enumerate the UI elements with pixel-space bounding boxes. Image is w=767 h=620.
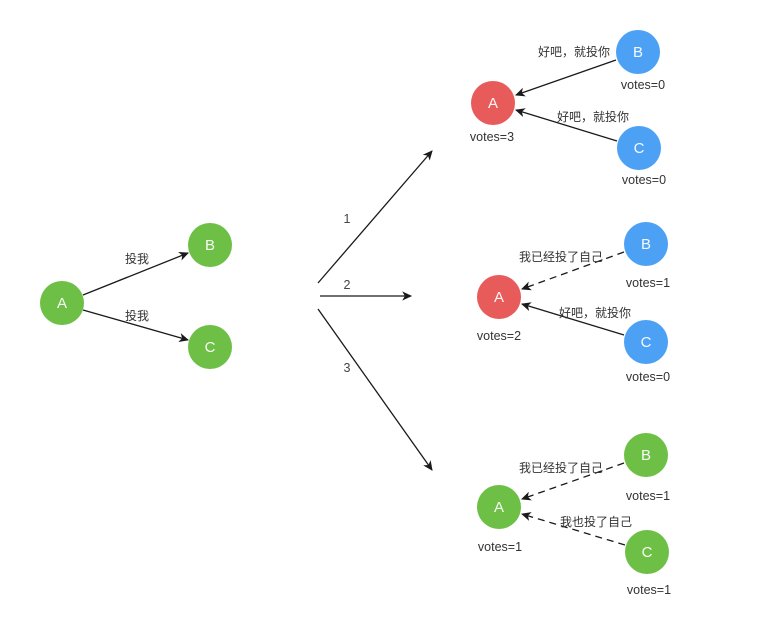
scenario1-a-votes: votes=3 bbox=[470, 130, 514, 144]
scenario2-node-b-label: B bbox=[641, 236, 651, 253]
scenario2-a-votes: votes=2 bbox=[477, 329, 521, 343]
scenario3-arrow-b-to-a bbox=[521, 462, 625, 501]
scenario1-node-b-circle bbox=[616, 30, 660, 74]
edge-label-vote-me-top: 投我 bbox=[125, 251, 149, 266]
scenario3-node-c-label: C bbox=[642, 544, 653, 561]
scenario3-edge-c-label: 我也投了自己 bbox=[560, 514, 632, 529]
scenario-3-group: 我已经投了自己 我也投了自己 A votes=1 B votes=1 C vot… bbox=[477, 433, 671, 597]
node-c-circle bbox=[188, 325, 232, 369]
edge-label-vote-me-bottom: 投我 bbox=[125, 308, 149, 323]
scenario1-arrow-c-to-a bbox=[515, 108, 618, 142]
arrow-a-to-b bbox=[82, 252, 189, 296]
scenario2-arrow-b-to-a bbox=[521, 251, 625, 291]
node-c-label: C bbox=[205, 339, 216, 356]
scenario3-node-b-circle bbox=[624, 433, 668, 477]
scenario-1-group: 好吧，就投你 好吧，就投你 A votes=3 B votes=0 C vote… bbox=[470, 30, 666, 187]
node-a-label: A bbox=[57, 295, 67, 312]
branch-label-2: 2 bbox=[344, 278, 351, 292]
scenario2-c-votes: votes=0 bbox=[626, 370, 670, 384]
scenario1-arrow-b-to-a bbox=[515, 59, 617, 97]
branch-arrow-3 bbox=[317, 308, 433, 471]
scenario1-node-b-label: B bbox=[633, 44, 643, 61]
scenario2-edge-b-label: 我已经投了自己 bbox=[519, 249, 603, 264]
scenario3-node-a-label: A bbox=[494, 499, 504, 516]
scenario1-edge-b-label: 好吧，就投你 bbox=[538, 44, 610, 59]
scenario3-node-c-circle bbox=[625, 530, 669, 574]
scenario2-node-b-circle bbox=[624, 222, 668, 266]
branch-arrow-1 bbox=[317, 150, 433, 284]
scenario2-node-c-circle bbox=[624, 320, 668, 364]
scenario1-node-c-circle bbox=[617, 126, 661, 170]
node-b-circle bbox=[188, 223, 232, 267]
scenario3-node-a-circle bbox=[477, 485, 521, 529]
scenario3-c-votes: votes=1 bbox=[627, 583, 671, 597]
branch-label-3: 3 bbox=[344, 361, 351, 375]
arrow-a-to-c bbox=[82, 309, 189, 342]
scenario1-c-votes: votes=0 bbox=[622, 173, 666, 187]
scenario3-a-votes: votes=1 bbox=[478, 540, 522, 554]
scenario1-node-a-circle bbox=[471, 81, 515, 125]
scenario2-node-c-label: C bbox=[641, 334, 652, 351]
node-a-circle bbox=[40, 281, 84, 325]
scenario2-node-a-circle bbox=[477, 275, 521, 319]
scenario-2-group: 我已经投了自己 好吧，就投你 A votes=2 B votes=1 C vot… bbox=[477, 222, 670, 384]
scenario3-b-votes: votes=1 bbox=[626, 489, 670, 503]
scenario3-node-b-label: B bbox=[641, 447, 651, 464]
branch-arrows-group: 1 2 3 bbox=[317, 150, 433, 471]
scenario1-b-votes: votes=0 bbox=[621, 78, 665, 92]
scenario2-node-a-label: A bbox=[494, 289, 504, 306]
initial-state-group: 投我 投我 A B C bbox=[40, 223, 232, 369]
scenario2-arrow-c-to-a bbox=[521, 302, 625, 336]
node-b-label: B bbox=[205, 237, 215, 254]
scenario2-b-votes: votes=1 bbox=[626, 276, 670, 290]
scenario3-edge-b-label: 我已经投了自己 bbox=[519, 460, 603, 475]
branch-label-1: 1 bbox=[344, 212, 351, 226]
scenario1-node-a-label: A bbox=[488, 95, 498, 112]
scenario1-node-c-label: C bbox=[634, 140, 645, 157]
scenario1-edge-c-label: 好吧，就投你 bbox=[557, 109, 629, 124]
scenario2-edge-c-label: 好吧，就投你 bbox=[559, 305, 631, 320]
scenario3-arrow-c-to-a bbox=[521, 512, 626, 546]
